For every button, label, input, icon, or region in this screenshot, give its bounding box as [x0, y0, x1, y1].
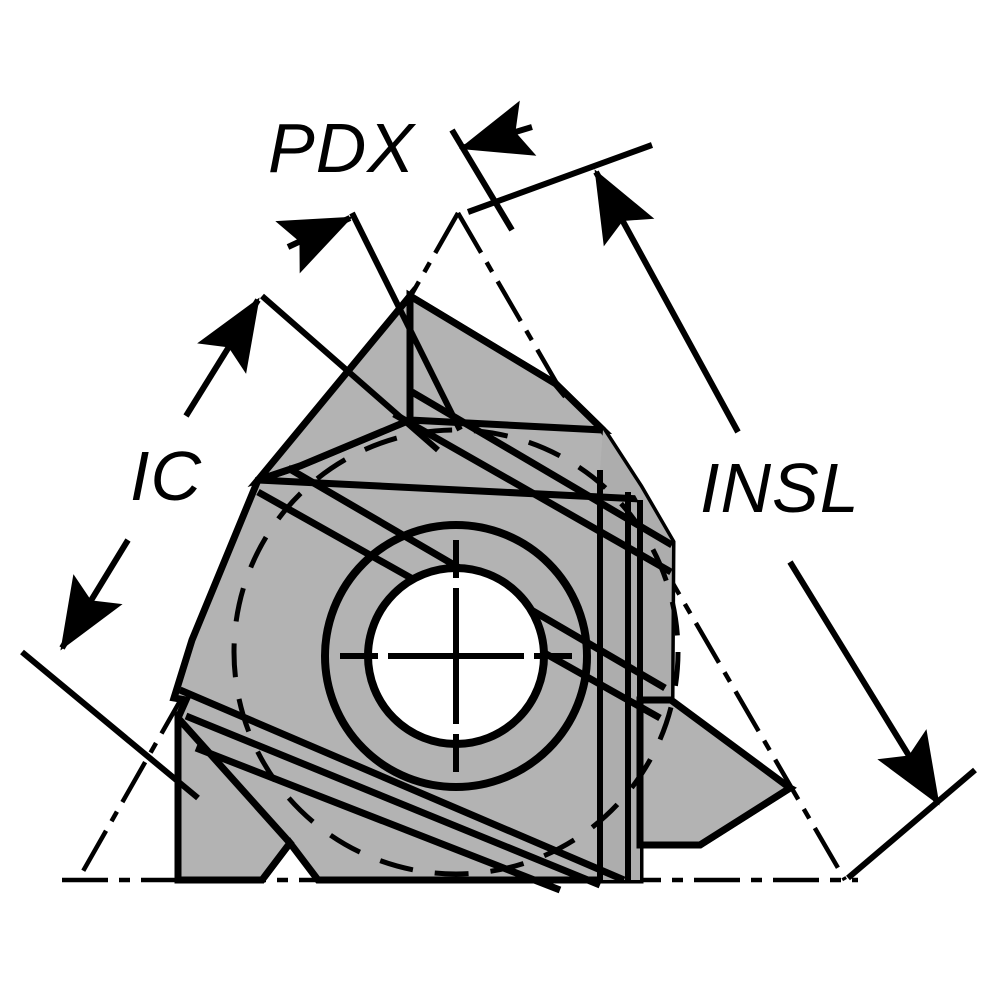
pdx-dimension-group [275, 100, 537, 432]
pdx-extension-left [349, 211, 463, 432]
relief-lower-3 [194, 744, 562, 894]
insert-bottom-left-tooth [174, 708, 295, 884]
ref-edge-right [456, 211, 847, 882]
relief-lower-1 [178, 686, 626, 884]
ic-dimension-group [20, 293, 440, 801]
insert-relief-bands-lower [178, 686, 626, 894]
label-ic: IC [130, 437, 202, 515]
pdx-arrow-right [459, 100, 537, 156]
center-hole-group [321, 521, 591, 791]
relief-upper-3 [392, 410, 673, 576]
countersink-circle [321, 521, 591, 791]
ic-extension-upper [260, 293, 440, 453]
insl-extension-lower [846, 767, 977, 881]
label-pdx: PDX [268, 109, 416, 187]
pdx-arrow-left [275, 215, 353, 274]
ic-arrow-lower [59, 538, 131, 651]
insl-arrow-lower [787, 560, 941, 806]
inscribed-circle-dashed [231, 427, 681, 877]
insl-arrow-upper [593, 169, 741, 434]
ic-extension-lower [20, 649, 200, 801]
insert-corner-detail [553, 381, 569, 399]
insert-right-tooth [636, 696, 797, 849]
insl-extension-upper [466, 142, 654, 215]
relief-lower-2 [184, 712, 602, 889]
insl-dimension-group [466, 142, 977, 881]
ic-arrow-upper [183, 297, 261, 418]
label-insl: INSL [700, 449, 860, 527]
insert-right-flank-lines [597, 470, 643, 880]
center-crosshair [340, 540, 572, 772]
